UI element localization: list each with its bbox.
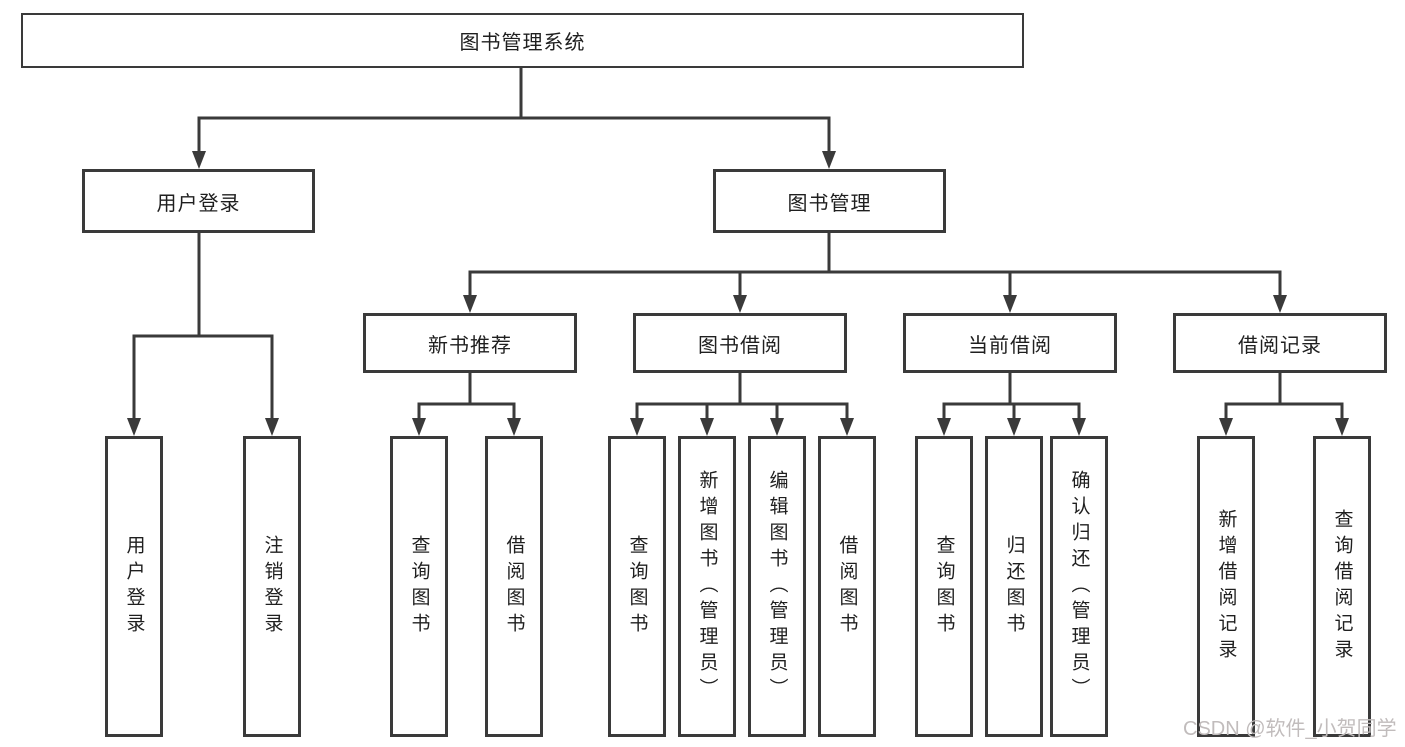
node-new-book-recommend: 新书推荐 <box>363 313 577 373</box>
leaf-return-books: 归还图书 <box>985 436 1043 737</box>
leaf-add-borrow-record: 新增借阅记录 <box>1197 436 1255 737</box>
node-label: 当前借阅 <box>968 334 1052 357</box>
leaf-edit-books-admin: 编辑图书（管理员） <box>748 436 806 737</box>
node-label: 查询图书 <box>933 534 955 639</box>
leaf-query-books-1: 查询图书 <box>390 436 448 737</box>
node-label: 图书借阅 <box>698 334 782 357</box>
leaf-borrow-books-2: 借阅图书 <box>818 436 876 737</box>
node-label: 借阅图书 <box>836 534 858 639</box>
node-label: 用户登录 <box>123 534 145 639</box>
node-book-management: 图书管理 <box>713 169 946 233</box>
leaf-query-books-2: 查询图书 <box>608 436 666 737</box>
node-label: 新增图书（管理员） <box>696 469 718 704</box>
csdn-watermark: CSDN @软件_小贺同学 <box>1183 718 1397 740</box>
leaf-borrow-books-1: 借阅图书 <box>485 436 543 737</box>
node-label: 借阅记录 <box>1238 334 1322 357</box>
node-label: 查询图书 <box>626 534 648 639</box>
node-library-management-system: 图书管理系统 <box>21 13 1024 68</box>
leaf-confirm-return-admin: 确认归还（管理员） <box>1050 436 1108 737</box>
node-label: 借阅图书 <box>503 534 525 639</box>
leaf-query-books-3: 查询图书 <box>915 436 973 737</box>
node-label: 确认归还（管理员） <box>1068 469 1090 704</box>
node-user-login: 用户登录 <box>82 169 315 233</box>
leaf-query-borrow-record: 查询借阅记录 <box>1313 436 1371 737</box>
node-current-borrowing: 当前借阅 <box>903 313 1117 373</box>
node-label: 查询借阅记录 <box>1331 508 1353 665</box>
node-label: 用户登录 <box>156 192 241 215</box>
node-label: 图书管理 <box>787 192 872 215</box>
node-label: 编辑图书（管理员） <box>766 469 788 704</box>
node-label: 图书管理系统 <box>459 32 586 54</box>
leaf-logout: 注销登录 <box>243 436 301 737</box>
node-label: 归还图书 <box>1003 534 1025 639</box>
node-label: 注销登录 <box>261 534 283 639</box>
node-label: 新书推荐 <box>428 334 512 357</box>
node-label: 新增借阅记录 <box>1215 508 1237 665</box>
node-book-borrowing: 图书借阅 <box>633 313 847 373</box>
node-borrow-records: 借阅记录 <box>1173 313 1387 373</box>
leaf-user-login: 用户登录 <box>105 436 163 737</box>
node-label: 查询图书 <box>408 534 430 639</box>
leaf-add-books-admin: 新增图书（管理员） <box>678 436 736 737</box>
